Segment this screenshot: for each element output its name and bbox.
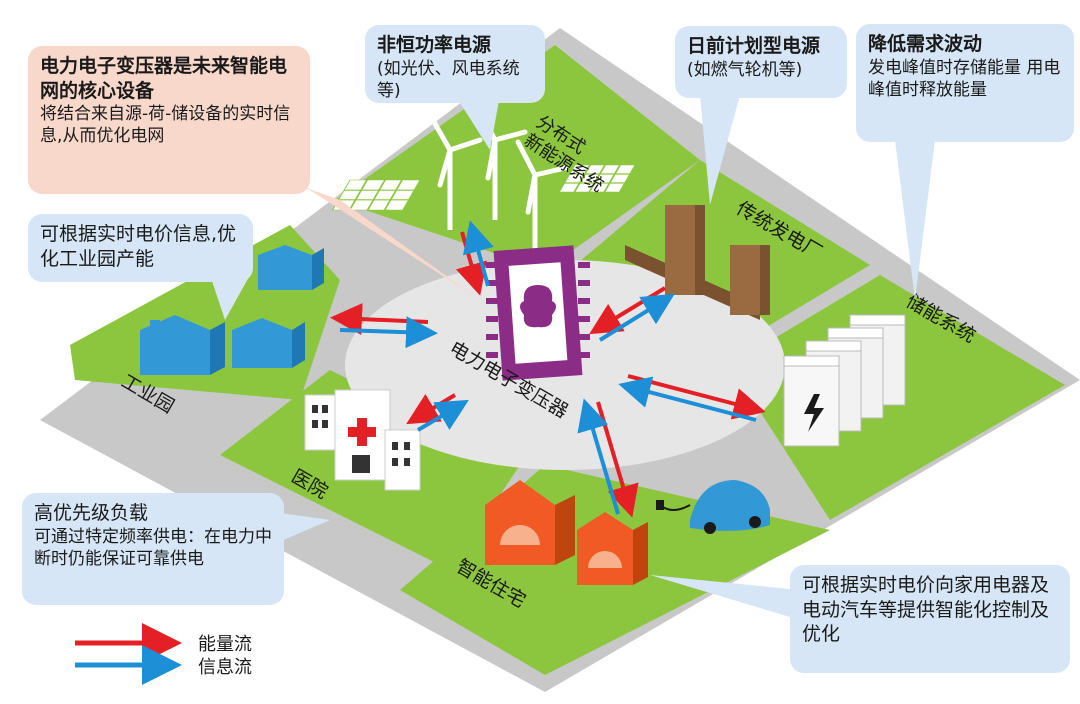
legend-info-label: 信息流 <box>198 657 252 678</box>
callout-core-head: 电力电子变压器是未来智能电网的核心设备 <box>40 55 288 102</box>
zone-distributed-energy <box>335 45 700 270</box>
callout-demand-head: 降低需求波动 <box>868 33 983 55</box>
solar-panel-left <box>332 179 421 211</box>
callout-core-device: 电力电子变压器是未来智能电网的核心设备 将结合来自源-荷-储设备的实时信息,从而… <box>28 46 310 194</box>
callout-pointer <box>650 575 800 620</box>
flow-arrow-renewable <box>456 220 494 296</box>
callout-planned-head: 日前计划型电源 <box>687 35 821 57</box>
callout-planned: 日前计划型电源 (如燃气轮机等) <box>675 26 847 98</box>
callout-planned-body: (如燃气轮机等) <box>687 59 803 80</box>
wind-turbine-icon <box>427 112 483 230</box>
transformer-chip-icon <box>486 245 590 381</box>
callout-renewable-body: (如光伏、风电系统等) <box>377 58 520 101</box>
wind-turbine-icon <box>515 139 568 250</box>
flow-arrow-industry <box>330 303 438 349</box>
callout-pointer <box>455 95 500 150</box>
house-icon <box>577 512 648 585</box>
hospital-icon <box>304 389 421 491</box>
house-icon <box>485 480 575 565</box>
solar-panel-right <box>558 164 636 193</box>
callout-priority-body: 可通过特定频率供电：在电力中断时仍能保证可靠供电 <box>34 526 272 569</box>
callout-industry-head: 可根据实时电价信息,优化工业园产能 <box>40 223 237 270</box>
battery-storage-icon <box>783 314 906 447</box>
flow-arrow-plant <box>589 286 675 342</box>
legend-energy-label: 能量流 <box>198 634 252 655</box>
factory-icon <box>140 315 225 375</box>
flow-arrow-storage <box>618 374 766 422</box>
callout-pointer <box>700 95 740 205</box>
callout-renewable: 非恒功率电源 (如光伏、风电系统等) <box>365 25 545 103</box>
callout-renewable-head: 非恒功率电源 <box>377 34 492 56</box>
callout-pointer <box>895 140 935 300</box>
electric-car-icon <box>656 480 770 534</box>
callout-demand-body: 发电峰值时存储能量 用电峰值时释放能量 <box>868 57 1061 100</box>
callout-pointer <box>210 275 250 320</box>
callout-priority-load: 高优先级负载 可通过特定频率供电：在电力中断时仍能保证可靠供电 <box>22 493 284 605</box>
flow-arrow-residential <box>577 398 639 518</box>
factory-icon <box>232 318 305 368</box>
factory-icon <box>258 245 324 290</box>
callout-priority-head: 高优先级负载 <box>34 502 149 524</box>
callout-industry: 可根据实时电价信息,优化工业园产能 <box>28 214 253 282</box>
callout-home-head: 可根据实时电价向家用电器及电动汽车等提供智能化控制及优化 <box>802 574 1050 646</box>
power-plant-icon <box>625 205 770 320</box>
callout-core-body: 将结合来自源-荷-储设备的实时信息,从而优化电网 <box>40 104 291 147</box>
callout-home: 可根据实时电价向家用电器及电动汽车等提供智能化控制及优化 <box>790 565 1070 673</box>
flow-arrow-hospital <box>406 393 469 432</box>
callout-demand: 降低需求波动 发电峰值时存储能量 用电峰值时释放能量 <box>856 24 1074 142</box>
lightning-icon <box>804 394 824 432</box>
